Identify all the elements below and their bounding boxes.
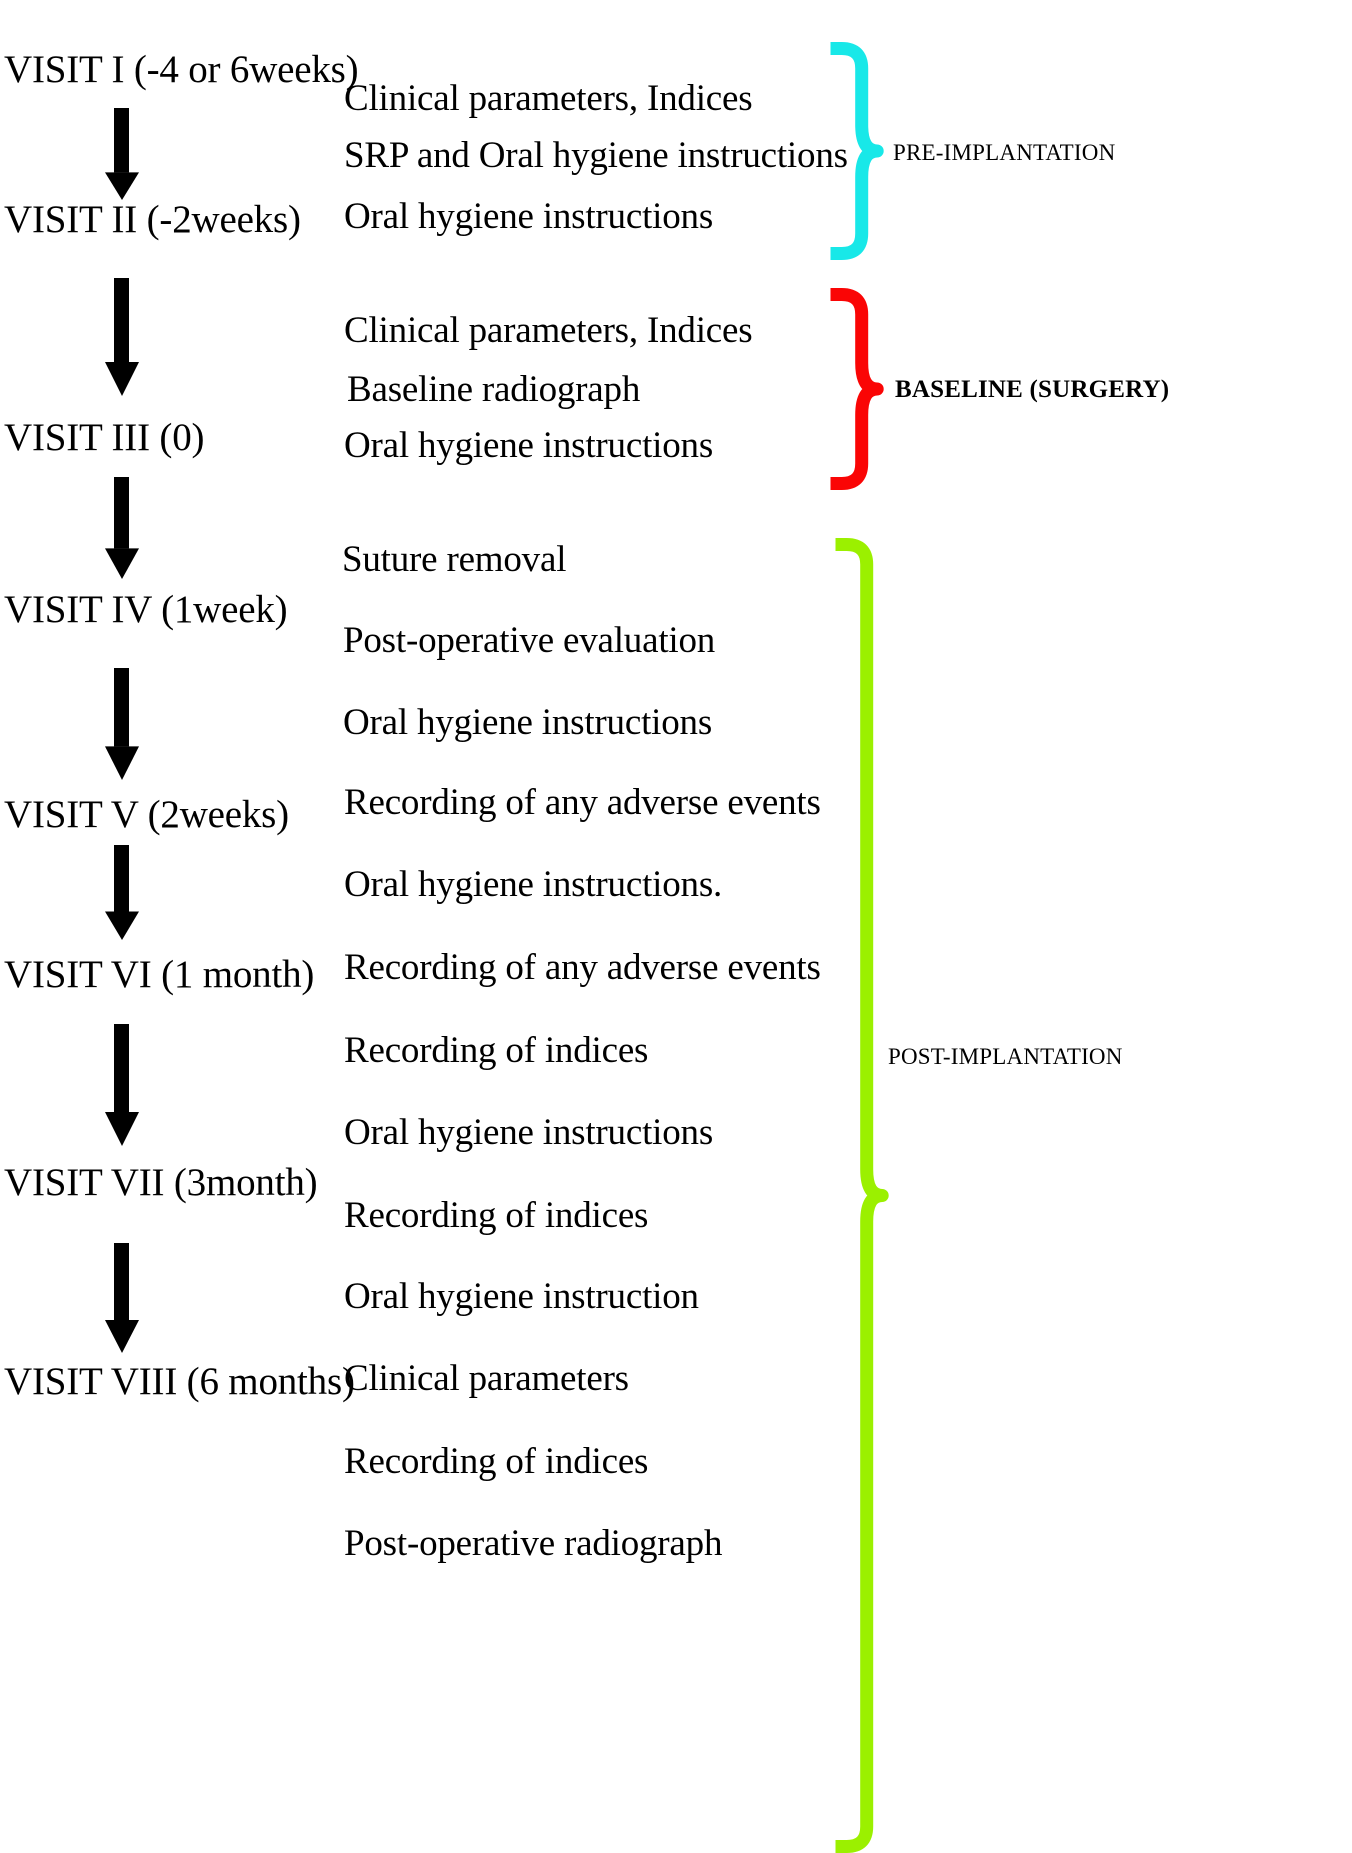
visit-label-7: VISIT VII (3month) bbox=[4, 1161, 318, 1204]
arrow-visit4-to-visit5-icon bbox=[92, 668, 152, 780]
task-label: Post-operative radiograph bbox=[344, 1523, 723, 1564]
task-label: Oral hygiene instruction bbox=[344, 1276, 699, 1317]
task-label: Oral hygiene instructions bbox=[344, 425, 714, 466]
arrow-visit7-to-visit8-icon bbox=[92, 1243, 152, 1353]
task-label: Recording of any adverse events bbox=[344, 782, 821, 823]
task-label: Clinical parameters bbox=[344, 1358, 629, 1399]
visit-label-2: VISIT II (-2weeks) bbox=[4, 198, 301, 241]
task-label: Baseline radiograph bbox=[347, 369, 641, 410]
task-label: Clinical parameters, Indices bbox=[344, 78, 753, 119]
phase-label-post-implantation: POST-IMPLANTATION bbox=[888, 1044, 1123, 1069]
task-label: Oral hygiene instructions bbox=[344, 196, 714, 237]
phase-bracket-post-implantation bbox=[823, 538, 893, 1853]
task-label: Oral hygiene instructions bbox=[343, 702, 713, 743]
task-label: Recording of any adverse events bbox=[344, 947, 821, 988]
phase-label-baseline-surgery: BASELINE (SURGERY) bbox=[895, 376, 1170, 403]
task-label: Oral hygiene instructions bbox=[344, 1112, 714, 1153]
phase-bracket-pre-implantation bbox=[818, 42, 888, 265]
visit-label-6: VISIT VI (1 month) bbox=[4, 953, 315, 996]
visit-label-3: VISIT III (0) bbox=[4, 416, 205, 459]
phase-label-pre-implantation: PRE-IMPLANTATION bbox=[893, 140, 1116, 165]
visit-label-5: VISIT V (2weeks) bbox=[4, 793, 289, 836]
visit-label-1: VISIT I (-4 or 6weeks) bbox=[4, 48, 359, 91]
arrow-visit3-to-visit4-icon bbox=[92, 477, 152, 579]
task-label: Clinical parameters, Indices bbox=[344, 310, 753, 351]
visit-label-4: VISIT IV (1week) bbox=[4, 588, 288, 631]
task-label: Post-operative evaluation bbox=[343, 620, 716, 661]
arrow-visit5-to-visit6-icon bbox=[92, 845, 152, 940]
arrow-visit2-to-visit3-icon bbox=[92, 278, 152, 396]
task-label: Suture removal bbox=[342, 539, 567, 580]
phase-bracket-baseline-surgery bbox=[818, 288, 888, 495]
task-label: Recording of indices bbox=[344, 1195, 649, 1236]
arrow-visit6-to-visit7-icon bbox=[92, 1024, 152, 1146]
task-label: Recording of indices bbox=[344, 1030, 649, 1071]
visit-label-8: VISIT VIII (6 months) bbox=[4, 1360, 355, 1403]
task-label: Recording of indices bbox=[344, 1441, 649, 1482]
arrow-visit1-to-visit2-icon bbox=[92, 108, 152, 200]
task-label: Oral hygiene instructions. bbox=[344, 864, 723, 905]
task-label: SRP and Oral hygiene instructions bbox=[344, 135, 848, 176]
